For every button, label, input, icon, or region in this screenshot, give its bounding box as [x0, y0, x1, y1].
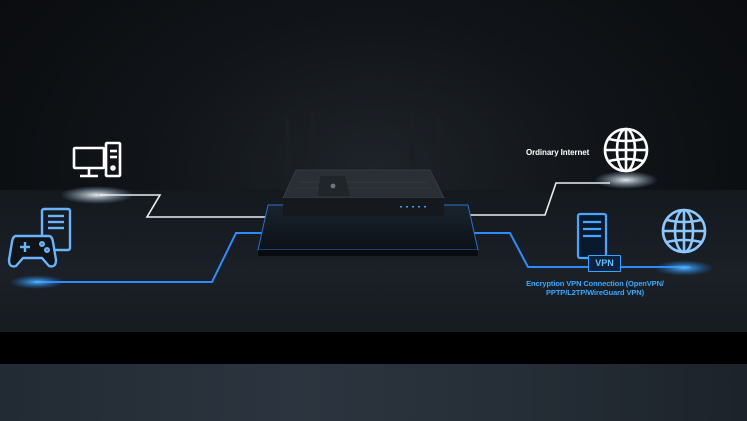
antenna-2	[310, 111, 315, 173]
black-band	[0, 332, 747, 364]
vpn-badge: VPN	[588, 255, 621, 272]
game-controller-icon	[7, 207, 72, 268]
vpn-connection-label: Encryption VPN Connection (OpenVPN/ PPTP…	[515, 279, 675, 297]
globe-ordinary-glow	[594, 171, 658, 189]
globe-vpn-glow	[654, 260, 714, 276]
ordinary-line-right	[470, 182, 610, 216]
antenna-3	[410, 111, 415, 173]
vpn-connection-line-2: PPTP/L2TP/WireGuard VPN)	[546, 288, 644, 297]
bottom-strip	[0, 364, 747, 421]
desktop-computer-icon	[72, 141, 122, 178]
globe-icon	[661, 208, 707, 254]
ordinary-internet-label: Ordinary Internet	[526, 148, 590, 157]
antenna-4	[436, 117, 441, 180]
vpn-server-icon	[576, 212, 608, 260]
desktop-glow	[60, 186, 134, 204]
antenna-1	[285, 117, 290, 180]
vpn-connection-line-1: Encryption VPN Connection (OpenVPN/	[526, 279, 664, 288]
console-glow	[9, 275, 65, 289]
router-icon	[282, 169, 445, 216]
globe-icon	[603, 127, 649, 173]
vpn-line-left	[35, 232, 265, 283]
network-diagram	[7, 111, 714, 289]
